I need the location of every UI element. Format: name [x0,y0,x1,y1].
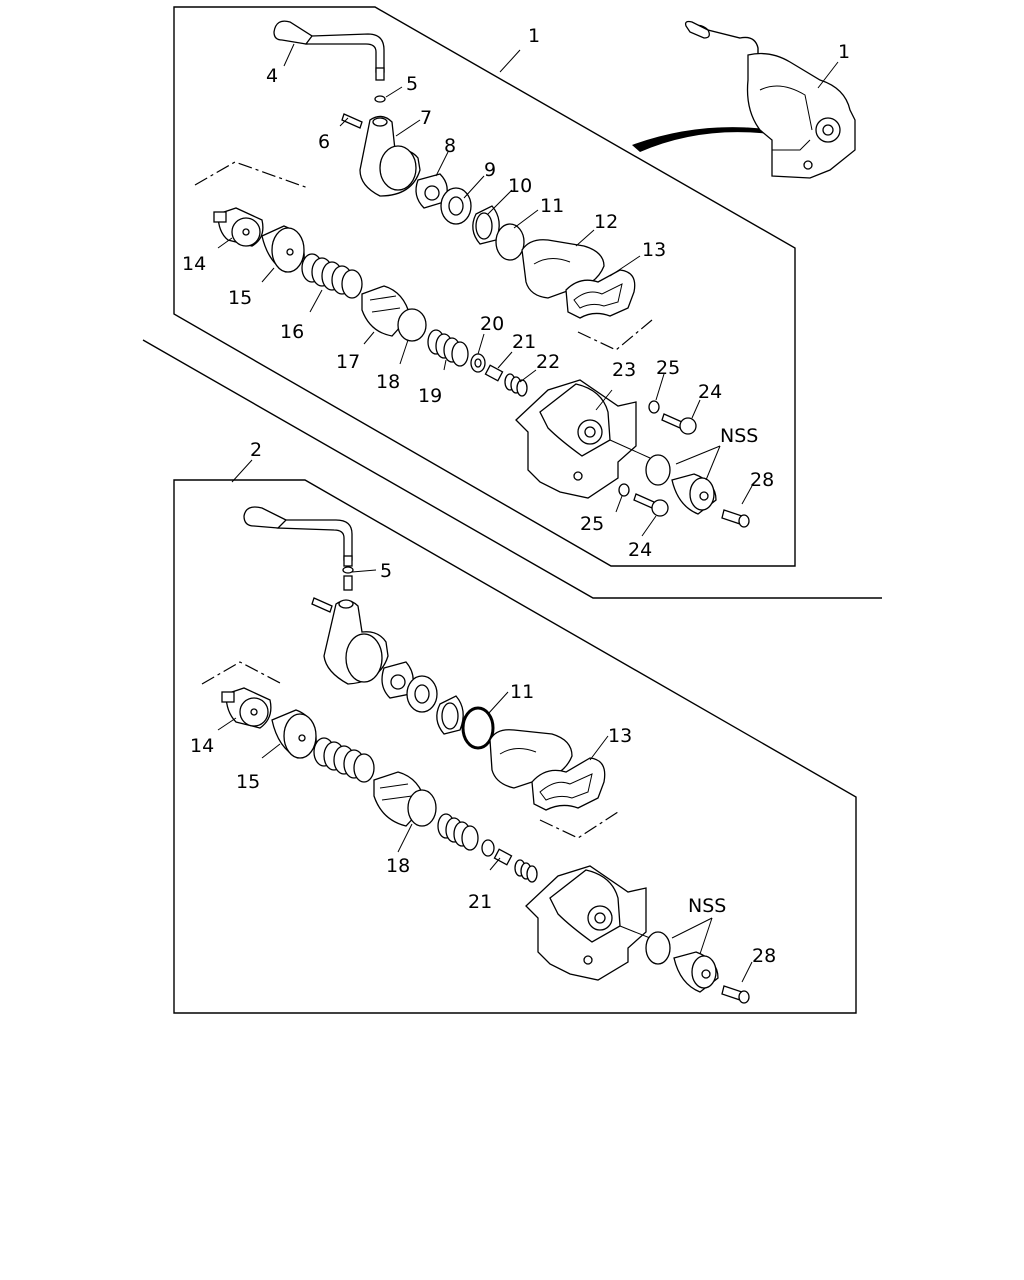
dashed-leader-upper-left [194,161,309,189]
part-spring-19 [427,329,469,367]
label-14: 14 [182,253,206,275]
part-bearing-lower [436,695,464,735]
part-pin-28-upper [721,509,750,528]
part-oring-nss-lower [645,931,671,965]
part-oring-18-upper [397,308,427,342]
part-screw-5-lower [342,566,354,591]
part-gasket-13-upper [565,269,636,319]
label-20: 20 [480,313,504,335]
label-17: 17 [336,351,360,373]
part-oring-11-lower [461,706,495,750]
label-18-lower: 18 [386,855,410,877]
lower-leader-lines [217,459,753,983]
part-bearing-10 [472,205,500,245]
callout-lower-group: 2 [250,439,262,461]
label-nss-lower: NSS [688,895,726,917]
label-21-lower: 21 [468,891,492,913]
label-13: 13 [642,239,666,261]
label-13-lower: 13 [608,725,632,747]
label-10: 10 [508,175,532,197]
label-25-b: 25 [580,513,604,535]
part-plug-14-upper [213,207,264,247]
part-oring-nss-upper [645,454,671,486]
label-24-b: 24 [628,539,652,561]
label-14-lower: 14 [190,735,214,757]
part-bolt-24-a [661,413,697,435]
label-23: 23 [612,359,636,381]
part-lever-upper [273,20,385,81]
part-housing-lower [323,599,389,685]
part-oring-11-upper [495,223,525,261]
part-pin-28-lower [721,985,750,1004]
part-pin-6 [341,113,363,129]
label-16: 16 [280,321,304,343]
part-lever-lower [243,506,353,567]
part-pin-21-lower [493,848,513,866]
label-7: 7 [420,107,432,129]
label-8: 8 [444,135,456,157]
part-nss-plug-lower [673,951,719,993]
part-spring-lower-2 [437,813,479,851]
part-washer-20 [470,353,486,373]
label-11-lower: 11 [510,681,534,703]
label-19: 19 [418,385,442,407]
label-28-lower: 28 [752,945,776,967]
part-washer-5 [374,95,386,103]
separator-line [142,339,882,599]
label-18: 18 [376,371,400,393]
part-nut-lower [381,661,414,699]
label-28-upper: 28 [750,469,774,491]
label-nss-upper: NSS [720,425,758,447]
part-spring-lower [313,737,375,783]
part-body-lower [525,865,661,981]
part-bolt-24-b [633,493,669,517]
part-housing-7 [359,115,421,197]
part-pin-21-upper [484,364,504,382]
part-nut-8 [415,173,448,209]
label-5: 5 [406,73,418,95]
part-cap-15-lower [271,709,317,759]
label-9: 9 [484,159,496,181]
part-washer-lower-small [481,839,495,857]
dashed-leader-upper-right [577,319,653,351]
upper-leader-lines [217,43,839,537]
dashed-leader-lower-left [201,661,283,685]
part-gasket-13-lower [531,757,606,811]
inset-arrow [632,127,775,152]
part-washer-25-b [618,483,630,497]
part-body-23 [515,379,651,499]
part-pin-lower [311,597,333,613]
label-6: 6 [318,131,330,153]
label-11: 11 [540,195,564,217]
label-22: 22 [536,351,560,373]
label-24-a: 24 [698,381,722,403]
callout-upper-group: 1 [528,25,540,47]
part-spring-lower-3 [514,859,538,883]
part-spring-16 [301,253,363,299]
callout-upper-inset: 1 [838,41,850,63]
dashed-leader-lower-right [539,811,619,839]
part-nss-plug-upper [671,473,717,515]
label-5-lower: 5 [380,560,392,582]
part-washer-lower [406,675,438,713]
label-15: 15 [228,287,252,309]
part-cap-15-upper [261,225,305,273]
part-plug-14-lower [221,687,272,729]
inset-assembled-valve [684,20,856,179]
part-washer-9 [440,187,472,225]
part-spring-22 [504,373,528,397]
label-4: 4 [266,65,278,87]
label-12: 12 [594,211,618,233]
part-washer-25-a [648,400,660,414]
label-21: 21 [512,331,536,353]
upper-frame [173,6,796,567]
part-oring-18-lower [407,789,437,827]
label-25-a: 25 [656,357,680,379]
label-15-lower: 15 [236,771,260,793]
lower-frame [173,479,857,1014]
